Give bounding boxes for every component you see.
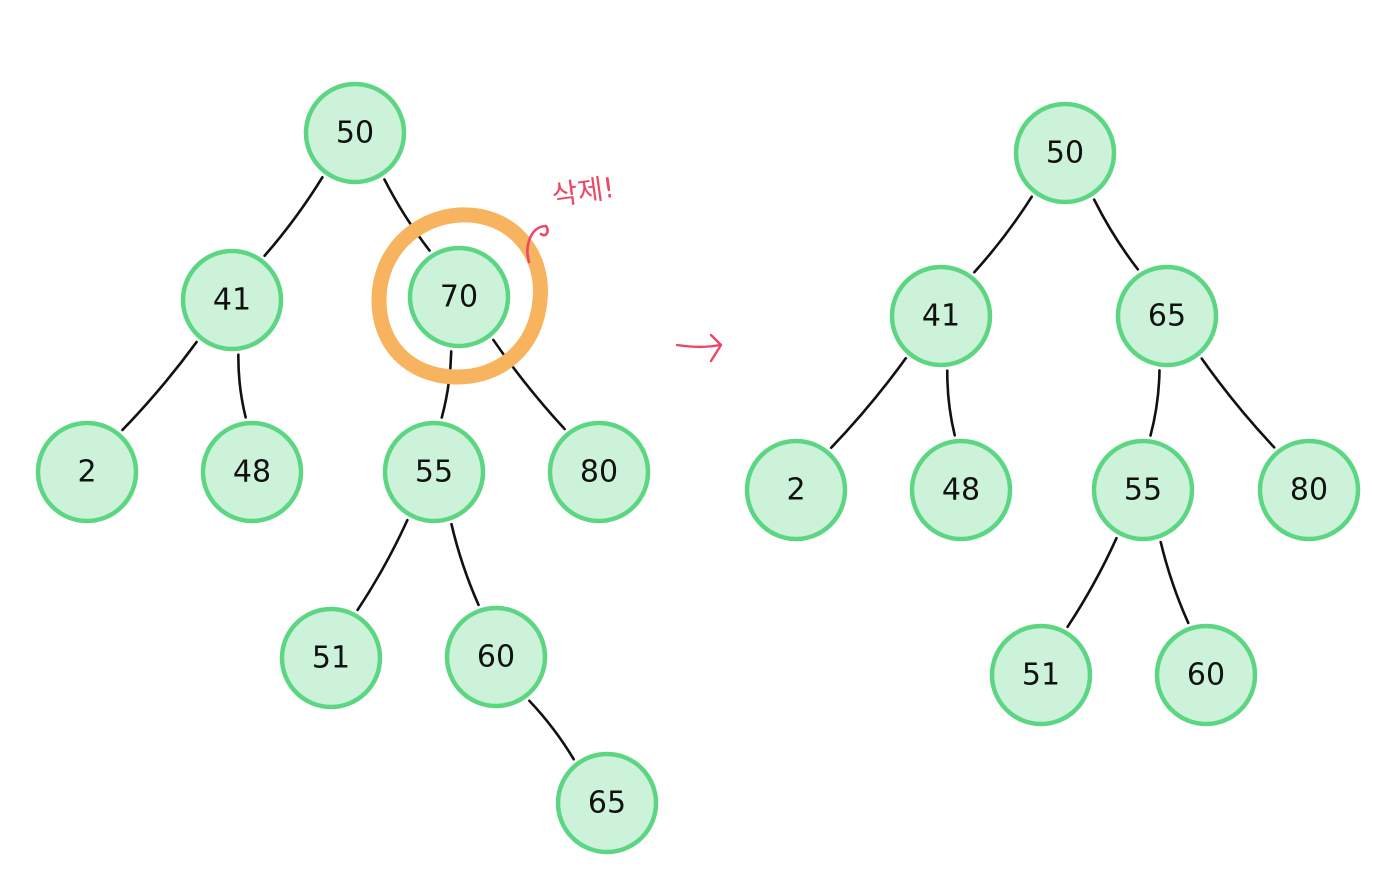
node-value: 41: [213, 283, 251, 318]
edge-before-70-80: [492, 338, 566, 431]
node-before-70: 70: [407, 245, 511, 349]
node-circle: [1154, 623, 1258, 727]
edge-before-55-51: [356, 518, 409, 612]
node-value: 65: [588, 786, 626, 821]
node-after-55: 55: [1091, 438, 1195, 542]
node-value: 60: [1187, 658, 1225, 693]
delete-label: 삭제!: [550, 171, 617, 212]
node-before-60: 60: [444, 605, 548, 709]
node-circle: [555, 751, 659, 855]
node-before-55: 55: [382, 420, 486, 524]
node-value: 51: [1022, 658, 1060, 693]
delete-pointer-curve: [526, 224, 549, 264]
edge-after-55-51: [1066, 536, 1118, 629]
node-after-50: 50: [1013, 101, 1117, 205]
node-after-80: 80: [1257, 438, 1361, 542]
node-circle: [382, 420, 486, 524]
edge-after-41-48: [945, 369, 957, 437]
node-circle: [35, 420, 139, 524]
node-before-50: 50: [303, 81, 407, 185]
node-value: 2: [77, 455, 96, 490]
edge-after-55-60: [1159, 540, 1190, 625]
arrow-shaft: [675, 343, 722, 349]
node-value: 51: [312, 641, 350, 676]
arrow-head: [709, 333, 723, 363]
node-circle: [1257, 438, 1361, 542]
node-circle: [547, 420, 651, 524]
node-value: 41: [922, 299, 960, 334]
edge-after-65-55: [1149, 369, 1161, 437]
node-value: 48: [233, 455, 271, 490]
node-after-65: 65: [1115, 264, 1219, 368]
node-circle: [180, 248, 284, 352]
node-after-51: 51: [989, 623, 1093, 727]
node-circle: [407, 245, 511, 349]
node-value: 80: [1290, 473, 1328, 508]
node-after-48: 48: [909, 438, 1013, 542]
node-value: 48: [942, 473, 980, 508]
node-value: 55: [1124, 473, 1162, 508]
node-before-48: 48: [200, 420, 304, 524]
node-circle: [1115, 264, 1219, 368]
node-after-2: 2: [744, 438, 848, 542]
node-after-41: 41: [889, 264, 993, 368]
edge-before-41-2: [121, 340, 198, 432]
edge-before-60-65: [527, 699, 576, 761]
node-value: 65: [1148, 299, 1186, 334]
node-circle: [444, 605, 548, 709]
node-after-60: 60: [1154, 623, 1258, 727]
edge-after-65-80: [1200, 357, 1276, 449]
node-circle: [303, 81, 407, 185]
edges-layer: [121, 175, 1276, 761]
edge-before-55-60: [450, 522, 480, 607]
edge-before-50-41: [263, 175, 324, 258]
node-value: 55: [415, 455, 453, 490]
node-before-2: 2: [35, 420, 139, 524]
node-circle: [989, 623, 1093, 727]
highlight-ring: [371, 207, 548, 385]
edge-after-41-2: [829, 356, 908, 450]
node-circle: [909, 438, 1013, 542]
edge-before-50-70: [383, 178, 431, 252]
node-before-41: 41: [180, 248, 284, 352]
node-value: 80: [580, 455, 618, 490]
node-value: 50: [1046, 136, 1084, 171]
node-before-80: 80: [547, 420, 651, 524]
edge-after-50-65: [1092, 198, 1140, 271]
node-circle: [1091, 438, 1195, 542]
node-value: 70: [440, 280, 478, 315]
node-value: 2: [786, 473, 805, 508]
node-circle: [200, 420, 304, 524]
edge-before-41-48: [237, 353, 247, 419]
node-value: 50: [336, 116, 374, 151]
edge-before-70-55: [440, 350, 453, 419]
node-circle: [889, 264, 993, 368]
node-before-51: 51: [279, 606, 383, 710]
node-circle: [744, 438, 848, 542]
node-circle: [279, 606, 383, 710]
transition-arrow: [675, 333, 723, 363]
node-before-65: 65: [555, 751, 659, 855]
delete-highlight: 삭제!: [371, 171, 617, 385]
node-value: 60: [477, 640, 515, 675]
node-circle: [1013, 101, 1117, 205]
nodes-layer: 50 41 70 2 48 55 80 51 60 65 50 41 65 2 48 55 80 51 60: [35, 81, 1361, 855]
edge-after-50-41: [973, 195, 1033, 274]
